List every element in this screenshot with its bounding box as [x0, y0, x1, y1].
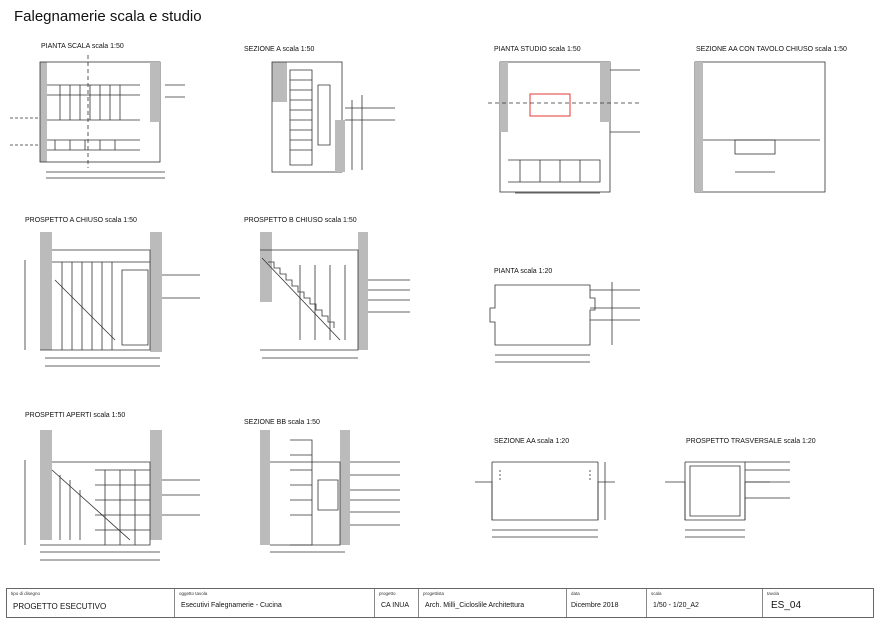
prospetto-a-drawing	[24, 232, 200, 367]
title-block-progettista: progettista Arch. Milli_Cicloslile Archi…	[419, 589, 567, 617]
title-block-progetto: progetto CA INUA	[375, 589, 419, 617]
title-block-oggetto: oggetto tavola Esecutivi Falegnamerie - …	[175, 589, 375, 617]
view-label-prospetto-b: PROSPETTO B CHIUSO scala 1:50	[244, 217, 357, 224]
title-block-data: data Dicembre 2018	[567, 589, 647, 617]
sezione-aa-tavolo-drawing	[694, 61, 826, 193]
tavola-value: ES_04	[771, 600, 802, 611]
prospetti-aperti-drawing	[24, 430, 200, 561]
sezione-aa-120-drawing	[475, 461, 615, 538]
progetto-caption: progetto	[379, 591, 396, 596]
pianta-studio-drawing	[488, 61, 640, 194]
pianta-120-drawing	[489, 282, 640, 363]
sezione-bb-drawing	[260, 430, 400, 553]
oggetto-value: Esecutivi Falegnamerie - Cucina	[181, 602, 282, 609]
progettista-caption: progettista	[423, 591, 445, 596]
title-block-scala: scala 1/50 - 1/20_A2	[647, 589, 763, 617]
progetto-value: CA INUA	[381, 602, 410, 609]
data-value: Dicembre 2018	[571, 602, 619, 609]
tavola-caption: tavola	[767, 591, 780, 596]
view-label-pianta-studio: PIANTA STUDIO scala 1:50	[494, 46, 581, 53]
view-label-sezione-aa-tavolo: SEZIONE AA CON TAVOLO CHIUSO scala 1:50	[696, 46, 847, 53]
view-label-prospetti-aperti: PROSPETTI APERTI scala 1:50	[25, 412, 126, 419]
title-block: tipo di disegno PROGETTO ESECUTIVO ogget…	[6, 588, 874, 618]
view-label-sezione-bb: SEZIONE BB scala 1:50	[244, 419, 320, 426]
scala-caption: scala	[651, 591, 662, 596]
view-label-pianta-120: PIANTA scala 1:20	[494, 268, 553, 275]
tipo-value: PROGETTO ESECUTIVO	[13, 602, 107, 611]
oggetto-caption: oggetto tavola	[179, 591, 208, 596]
title-block-tipo: tipo di disegno PROGETTO ESECUTIVO	[7, 589, 175, 617]
tipo-caption: tipo di disegno	[11, 591, 41, 596]
prospetto-trasversale-drawing	[665, 461, 790, 538]
scala-value: 1/50 - 1/20_A2	[653, 602, 699, 609]
view-label-sezione-aa-120: SEZIONE AA scala 1:20	[494, 438, 570, 445]
page-title: Falegnamerie scala e studio	[14, 8, 202, 25]
view-label-pianta-scala: PIANTA SCALA scala 1:50	[41, 43, 124, 50]
view-label-sezione-a: SEZIONE A scala 1:50	[244, 46, 315, 53]
sezione-a-drawing	[271, 61, 395, 173]
title-block-tavola: tavola ES_04	[763, 589, 873, 617]
progettista-value: Arch. Milli_Cicloslile Architettura	[425, 602, 525, 609]
pianta-scala-drawing	[10, 55, 185, 179]
view-label-prospetto-trasversale: PROSPETTO TRASVERSALE scala 1:20	[686, 438, 816, 445]
view-label-prospetto-a: PROSPETTO A CHIUSO scala 1:50	[25, 217, 137, 224]
data-caption: data	[571, 591, 580, 596]
prospetto-b-drawing	[260, 232, 410, 359]
